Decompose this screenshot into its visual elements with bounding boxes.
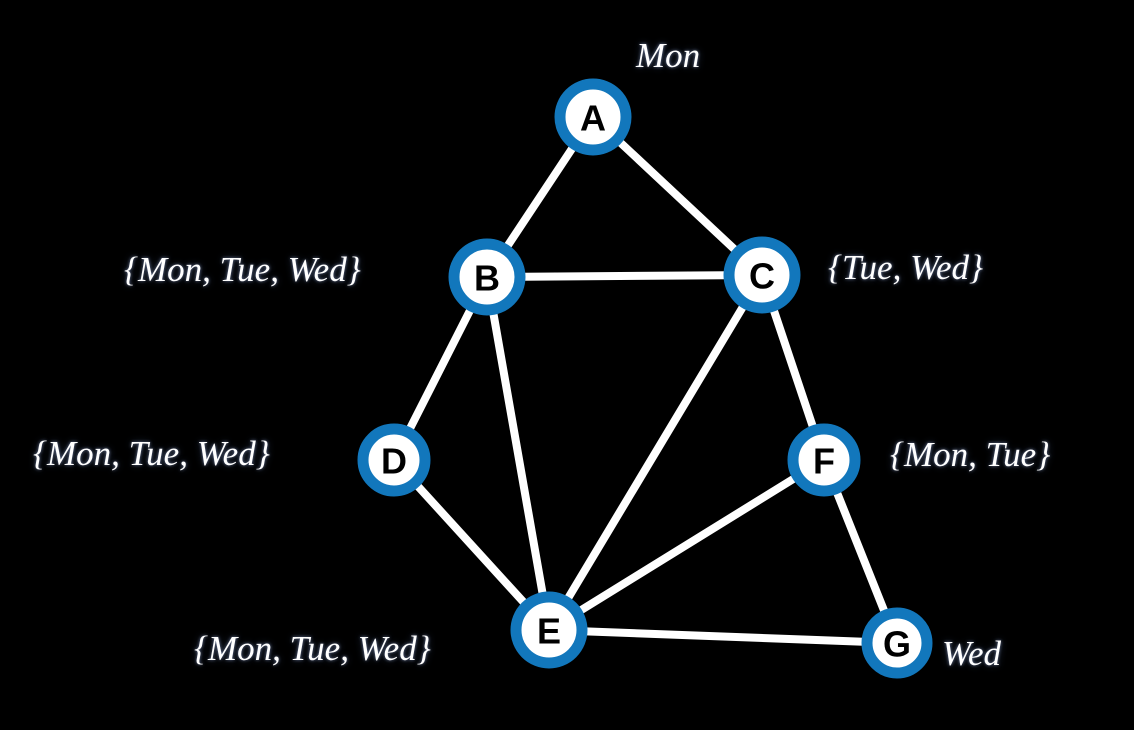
domain-label-e: {Mon, Tue, Wed} — [194, 629, 431, 668]
node-g[interactable]: G — [861, 607, 933, 679]
domain-label-f: {Mon, Tue} — [890, 435, 1051, 474]
node-circle-g — [861, 607, 933, 679]
domain-label-b: {Mon, Tue, Wed} — [124, 250, 361, 289]
edge-e-f — [545, 456, 828, 634]
node-d[interactable]: D — [357, 423, 431, 497]
nodes-group: A B C D E F G — [357, 78, 933, 679]
node-f[interactable]: F — [787, 423, 861, 497]
edge-c-e — [545, 271, 766, 634]
edge-e-g — [545, 626, 901, 647]
node-circle-e — [510, 591, 588, 669]
node-b[interactable]: B — [448, 238, 526, 316]
domain-label-a: Mon — [636, 36, 701, 75]
domain-label-d: {Mon, Tue, Wed} — [33, 434, 270, 473]
node-circle-b — [448, 238, 526, 316]
node-circle-a — [554, 78, 632, 156]
node-circle-c — [723, 236, 801, 314]
node-letter-g: G — [883, 624, 911, 665]
node-letter-a: A — [580, 98, 606, 139]
node-letter-b: B — [474, 258, 500, 299]
edges-group — [390, 113, 901, 647]
domain-label-g: Wed — [942, 634, 1001, 673]
node-c[interactable]: C — [723, 236, 801, 314]
edge-b-e — [483, 273, 553, 634]
node-letter-c: C — [749, 256, 775, 297]
node-a[interactable]: A — [554, 78, 632, 156]
node-letter-f: F — [813, 441, 835, 482]
node-circle-d — [357, 423, 431, 497]
node-letter-d: D — [381, 441, 407, 482]
domain-label-c: {Tue, Wed} — [828, 248, 984, 287]
node-e[interactable]: E — [510, 591, 588, 669]
node-circle-f — [787, 423, 861, 497]
node-letter-e: E — [537, 611, 561, 652]
edge-b-c — [483, 271, 766, 281]
edge-a-c — [589, 113, 766, 279]
